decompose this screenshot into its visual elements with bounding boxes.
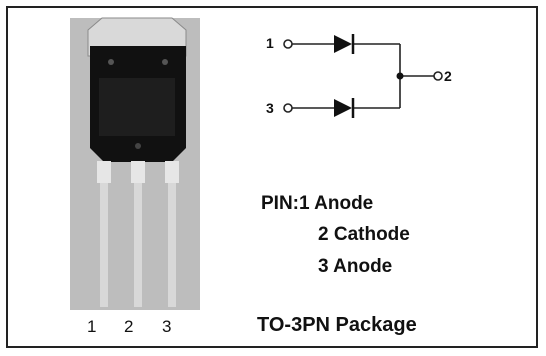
lead-2 bbox=[134, 183, 142, 307]
terminal-pin2 bbox=[433, 71, 443, 81]
lead-2-shoulder bbox=[131, 161, 145, 183]
schematic-label-pin2: 2 bbox=[444, 68, 452, 84]
pin-description-line2: 2 Cathode bbox=[318, 224, 410, 245]
body-dot-bottom bbox=[135, 143, 141, 149]
pin-description-line3: 3 Anode bbox=[318, 256, 393, 277]
package-body-window bbox=[99, 78, 175, 136]
schematic-label-pin3: 3 bbox=[266, 100, 274, 116]
junction-dot bbox=[396, 72, 404, 80]
package-pin-label-3: 3 bbox=[162, 317, 172, 336]
package-pin-label-1: 1 bbox=[87, 317, 97, 336]
lead-1 bbox=[100, 183, 108, 307]
package-title: TO-3PN Package bbox=[257, 314, 417, 336]
pin-description-line1: PIN:1 Anode bbox=[261, 193, 374, 214]
package-pin-label-2: 2 bbox=[124, 317, 134, 336]
terminal-pin3 bbox=[283, 103, 293, 113]
diode-1-triangle bbox=[334, 35, 352, 53]
schematic-label-pin1: 1 bbox=[266, 35, 274, 51]
body-dot-right bbox=[162, 59, 168, 65]
lead-3-shoulder bbox=[165, 161, 179, 183]
body-dot-left bbox=[108, 59, 114, 65]
diode-schematic bbox=[283, 34, 443, 118]
diode-2-triangle bbox=[334, 99, 352, 117]
lead-3 bbox=[168, 183, 176, 307]
terminal-pin1 bbox=[283, 39, 293, 49]
lead-1-shoulder bbox=[97, 161, 111, 183]
